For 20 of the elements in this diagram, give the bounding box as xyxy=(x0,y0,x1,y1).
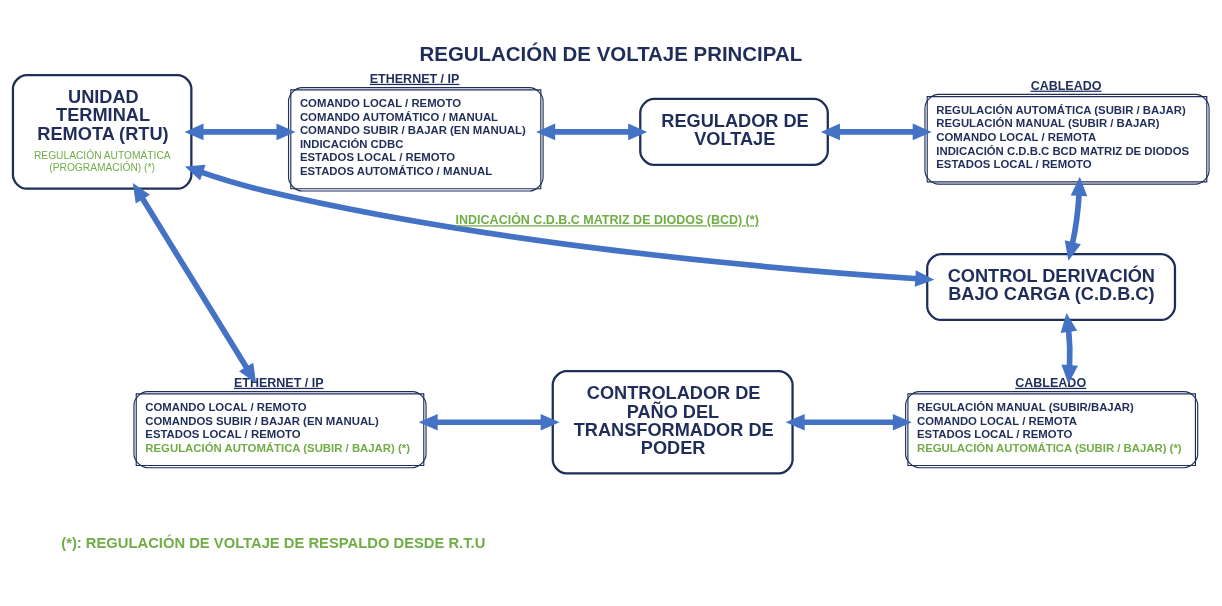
edge-label: INDICACIÓN C.D.B.C MATRIZ DE DIODOS (BCD) (*) xyxy=(455,212,759,227)
node-label: CABLEADO xyxy=(1030,78,1102,93)
node-box: REGULADOR DE VOLTAJE xyxy=(639,97,829,166)
arrow xyxy=(184,164,935,287)
node-label: CABLEADO xyxy=(1015,375,1087,390)
arrow xyxy=(1064,176,1088,261)
node-label: ETHERNET / IP xyxy=(233,375,324,390)
arrow xyxy=(1060,312,1078,384)
node-box: CONTROL DERIVACIÓN BAJO CARGA (C.D.B.C) xyxy=(926,252,1177,321)
arrow xyxy=(785,413,912,431)
arrow xyxy=(184,123,296,140)
arrow xyxy=(820,123,932,140)
node-box: CONTROLADOR DE PAÑO DEL TRANSFORMADOR DE PODER xyxy=(551,369,794,475)
label: (*): REGULACIÓN DE VOLTAJE DE RESPALDO DESDE R.T.U xyxy=(61,534,486,551)
arrow xyxy=(536,123,648,140)
arrow xyxy=(418,413,560,431)
arrow xyxy=(132,182,257,383)
node-label: ETHERNET / IP xyxy=(369,71,460,86)
diagram-title: REGULACIÓN DE VOLTAJE PRINCIPAL xyxy=(419,41,803,65)
node-box: UNIDAD TERMINAL REMOTA (RTU) REGULACIÓN AUTOMÁTICA (PROGRAMACIÓN) (*) xyxy=(11,73,193,190)
